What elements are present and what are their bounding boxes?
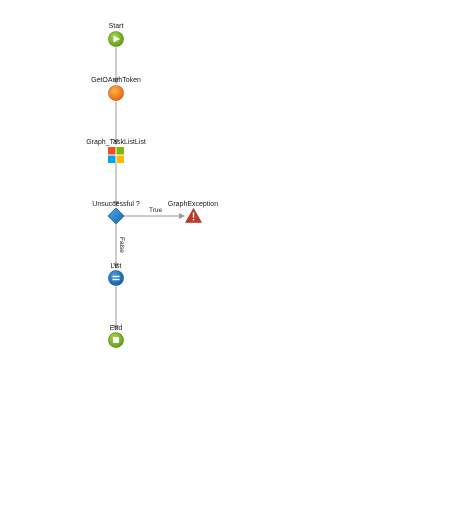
node-label-graph-tasklistlist: Graph_TaskListList — [86, 139, 146, 146]
microsoft-logo-icon[interactable] — [108, 147, 124, 163]
node-label-getoauthtoken: GetOAuthToken — [91, 77, 141, 84]
server-action-icon[interactable] — [108, 85, 124, 101]
node-label-graphexception: GraphException — [167, 201, 219, 208]
assign-icon[interactable] — [108, 270, 124, 286]
if-diamond-icon[interactable] — [107, 207, 125, 225]
start-icon[interactable] — [108, 31, 124, 47]
node-label-end: End — [109, 325, 123, 332]
edge-label-false: False — [118, 237, 125, 253]
node-label-unsuccessful: Unsuccessful ? — [92, 201, 140, 208]
edge-label-true: True — [149, 207, 163, 214]
node-label-list: List — [110, 263, 122, 270]
warning-icon[interactable] — [185, 208, 202, 223]
node-label-start: Start — [108, 23, 124, 30]
end-icon[interactable] — [108, 332, 124, 348]
